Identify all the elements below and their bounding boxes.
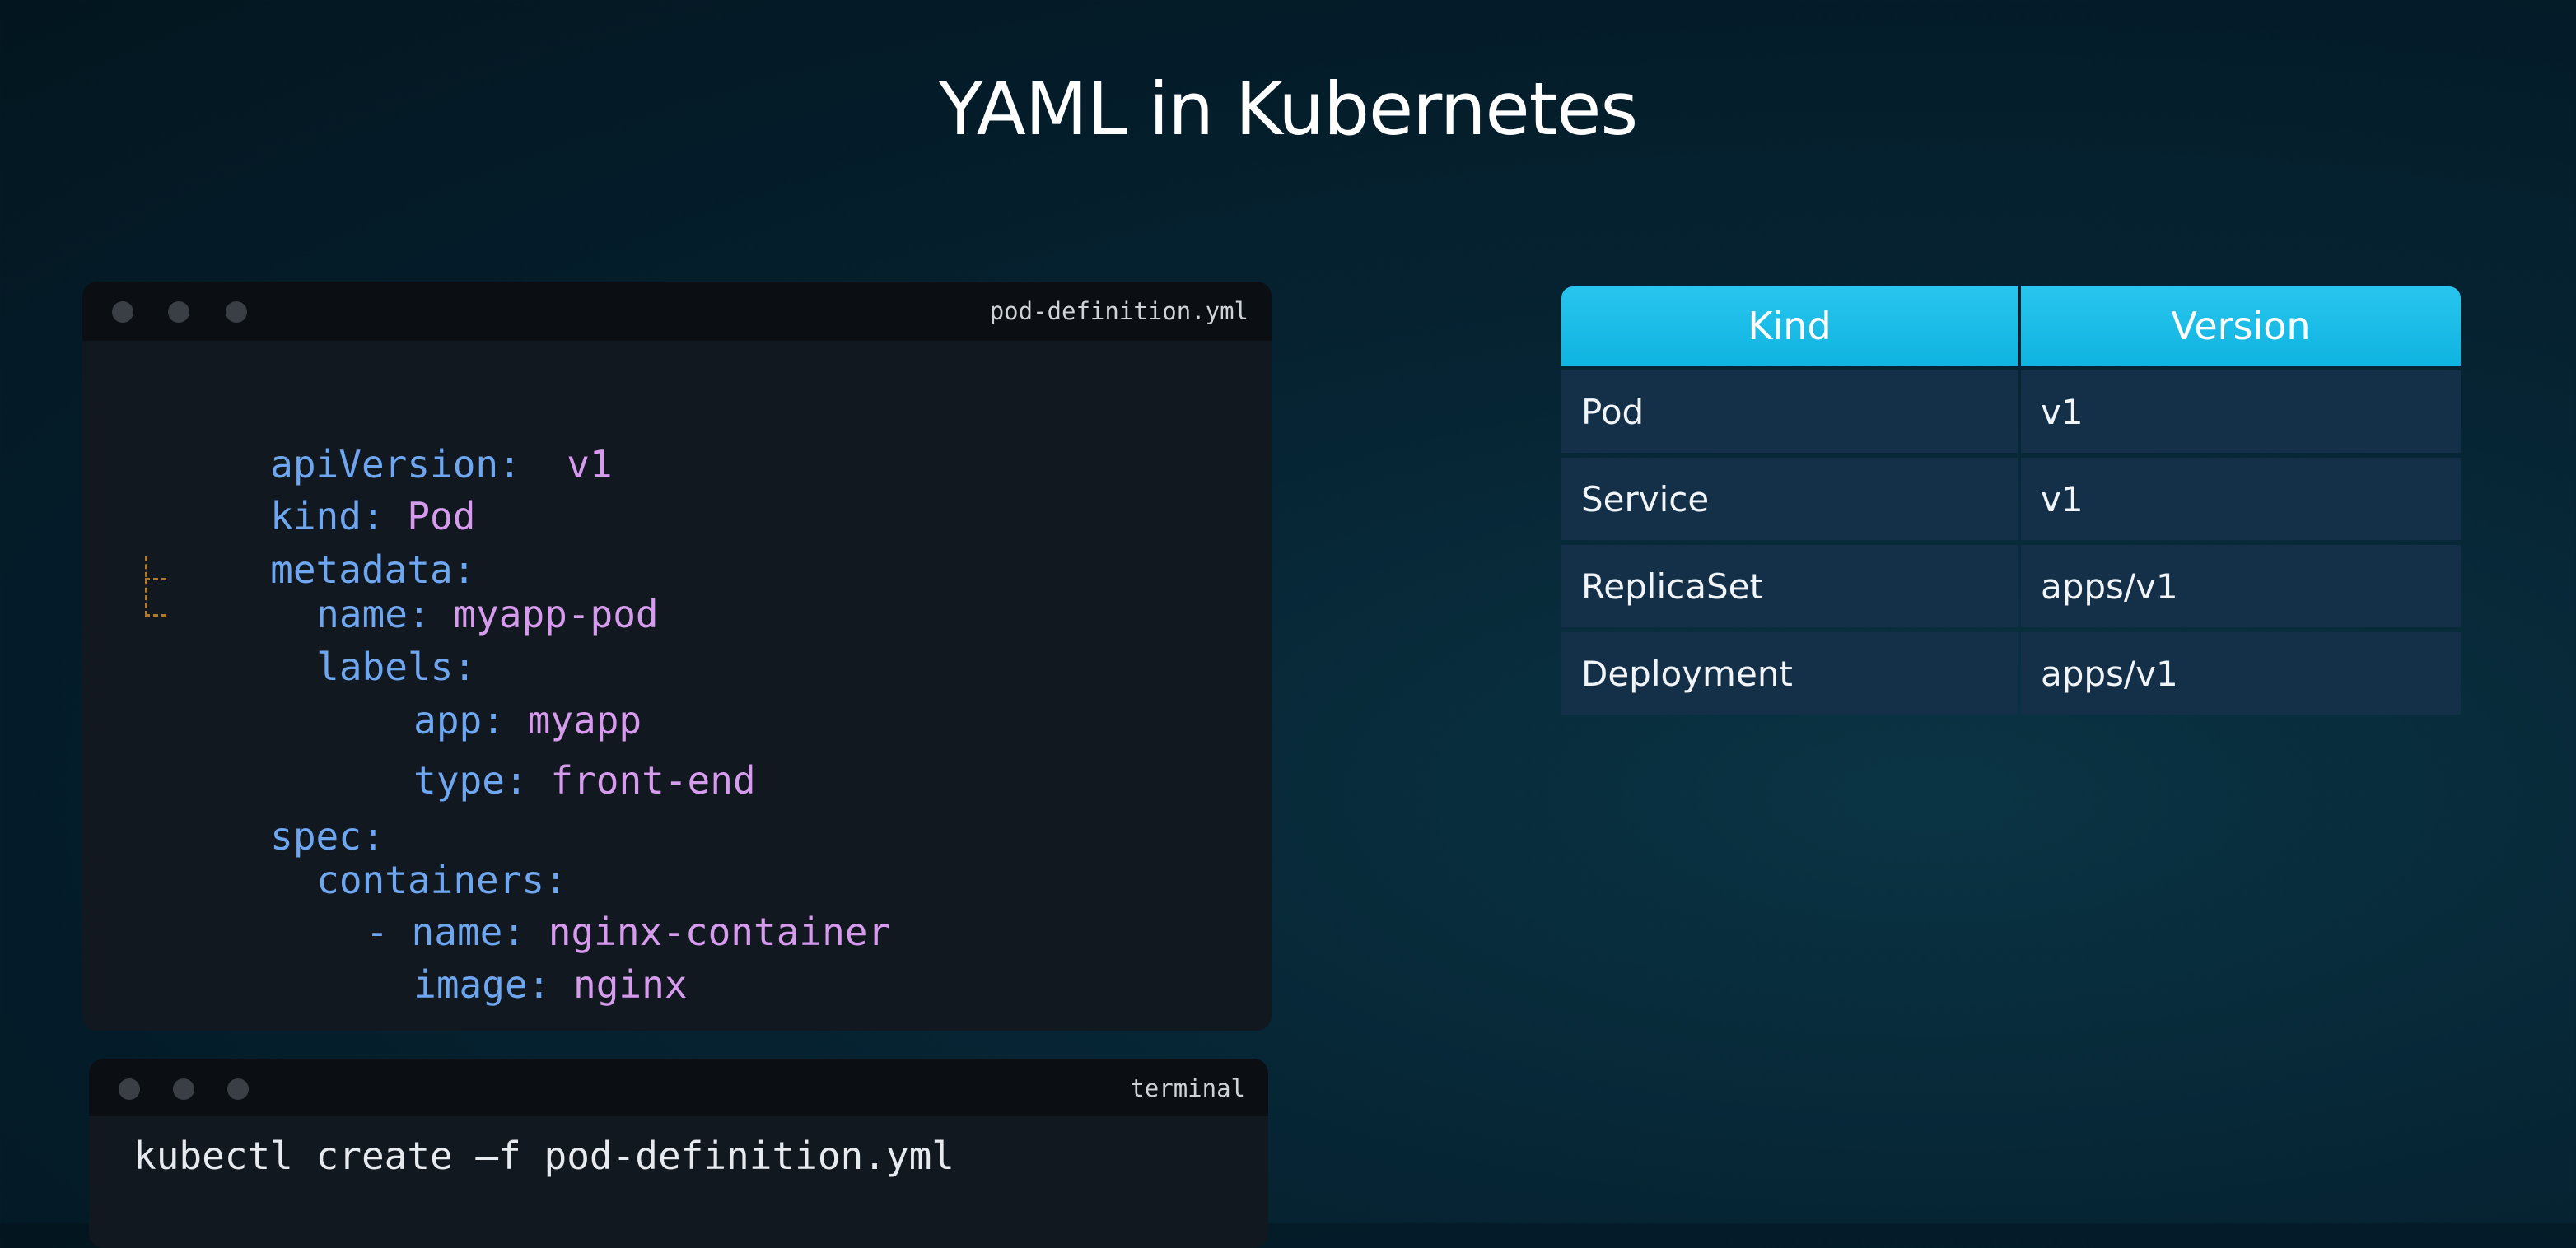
table-row: Service v1 xyxy=(1561,458,2461,540)
terminal-titlebar: terminal xyxy=(89,1059,1268,1116)
yaml-key: metadata: xyxy=(270,547,476,592)
yaml-key: containers: xyxy=(316,858,567,902)
yaml-value: Pod xyxy=(407,494,476,538)
yaml-line: containers: xyxy=(180,811,567,949)
yaml-key: image: xyxy=(413,962,551,1007)
yaml-line: app: myapp xyxy=(277,651,642,789)
indent-guide xyxy=(145,578,166,580)
table-row: Deployment apps/v1 xyxy=(1561,632,2461,715)
slide-title: YAML in Kubernetes xyxy=(938,67,1638,151)
yaml-line: type: front-end xyxy=(277,711,756,850)
table-cell-kind: Service xyxy=(1561,458,2018,540)
window-minimize-dot[interactable] xyxy=(173,1078,194,1100)
yaml-key: name: xyxy=(316,592,431,636)
yaml-line: - name: nginx-container xyxy=(229,863,890,1001)
table-cell-version: v1 xyxy=(2021,458,2461,540)
yaml-line: image: nginx xyxy=(277,915,688,1031)
terminal-command[interactable]: kubectl create –f pod-definition.yml xyxy=(133,1134,954,1178)
window-minimize-dot[interactable] xyxy=(168,301,189,323)
yaml-value: nginx-container xyxy=(548,910,891,954)
yaml-code[interactable]: apiVersion: v1 kind: Pod metadata: name:… xyxy=(133,395,1204,1007)
table-header-row: Kind Version xyxy=(1561,286,2461,366)
yaml-value: nginx xyxy=(573,962,688,1007)
column-header-version: Version xyxy=(2021,286,2461,366)
table-cell-kind: Deployment xyxy=(1561,632,2018,715)
yaml-line: apiVersion: v1 xyxy=(133,395,613,533)
terminal-title: terminal xyxy=(1130,1074,1245,1102)
yaml-value: front-end xyxy=(550,758,756,803)
code-window-filename: pod-definition.yml xyxy=(989,297,1248,325)
table-cell-kind: Pod xyxy=(1561,370,2018,453)
yaml-key: type: xyxy=(413,758,528,803)
table-row: Pod v1 xyxy=(1561,370,2461,453)
yaml-value: myapp xyxy=(527,698,642,743)
yaml-key: kind: xyxy=(270,494,385,538)
yaml-line: name: myapp-pod xyxy=(180,545,659,683)
table-row: ReplicaSet apps/v1 xyxy=(1561,545,2461,627)
yaml-key: apiVersion: xyxy=(270,442,521,487)
column-header-kind: Kind xyxy=(1561,286,2018,366)
window-close-dot[interactable] xyxy=(112,301,133,323)
table-cell-version: apps/v1 xyxy=(2021,545,2461,627)
window-maximize-dot[interactable] xyxy=(226,301,247,323)
table-cell-kind: ReplicaSet xyxy=(1561,545,2018,627)
indent-guide xyxy=(145,556,147,616)
yaml-line: metadata: xyxy=(133,501,475,639)
yaml-key: app: xyxy=(413,698,505,743)
table-cell-version: apps/v1 xyxy=(2021,632,2461,715)
window-maximize-dot[interactable] xyxy=(227,1078,249,1100)
yaml-line: kind: Pod xyxy=(133,447,475,585)
yaml-key: spec: xyxy=(270,814,385,859)
yaml-key: labels: xyxy=(316,645,477,689)
yaml-line: spec: xyxy=(133,767,385,906)
indent-guide xyxy=(145,614,166,617)
code-window: pod-definition.yml apiVersion: v1 kind: … xyxy=(82,282,1272,1031)
terminal-window: terminal kubectl create –f pod-definitio… xyxy=(89,1059,1268,1248)
yaml-value: v1 xyxy=(567,442,613,487)
window-close-dot[interactable] xyxy=(119,1078,140,1100)
table-cell-version: v1 xyxy=(2021,370,2461,453)
yaml-value: myapp-pod xyxy=(453,592,659,636)
yaml-key: - name: xyxy=(366,910,526,954)
kind-version-table: Kind Version Pod v1 Service v1 ReplicaSe… xyxy=(1558,282,2464,719)
code-window-titlebar: pod-definition.yml xyxy=(82,282,1272,341)
yaml-line: labels: xyxy=(180,598,476,736)
